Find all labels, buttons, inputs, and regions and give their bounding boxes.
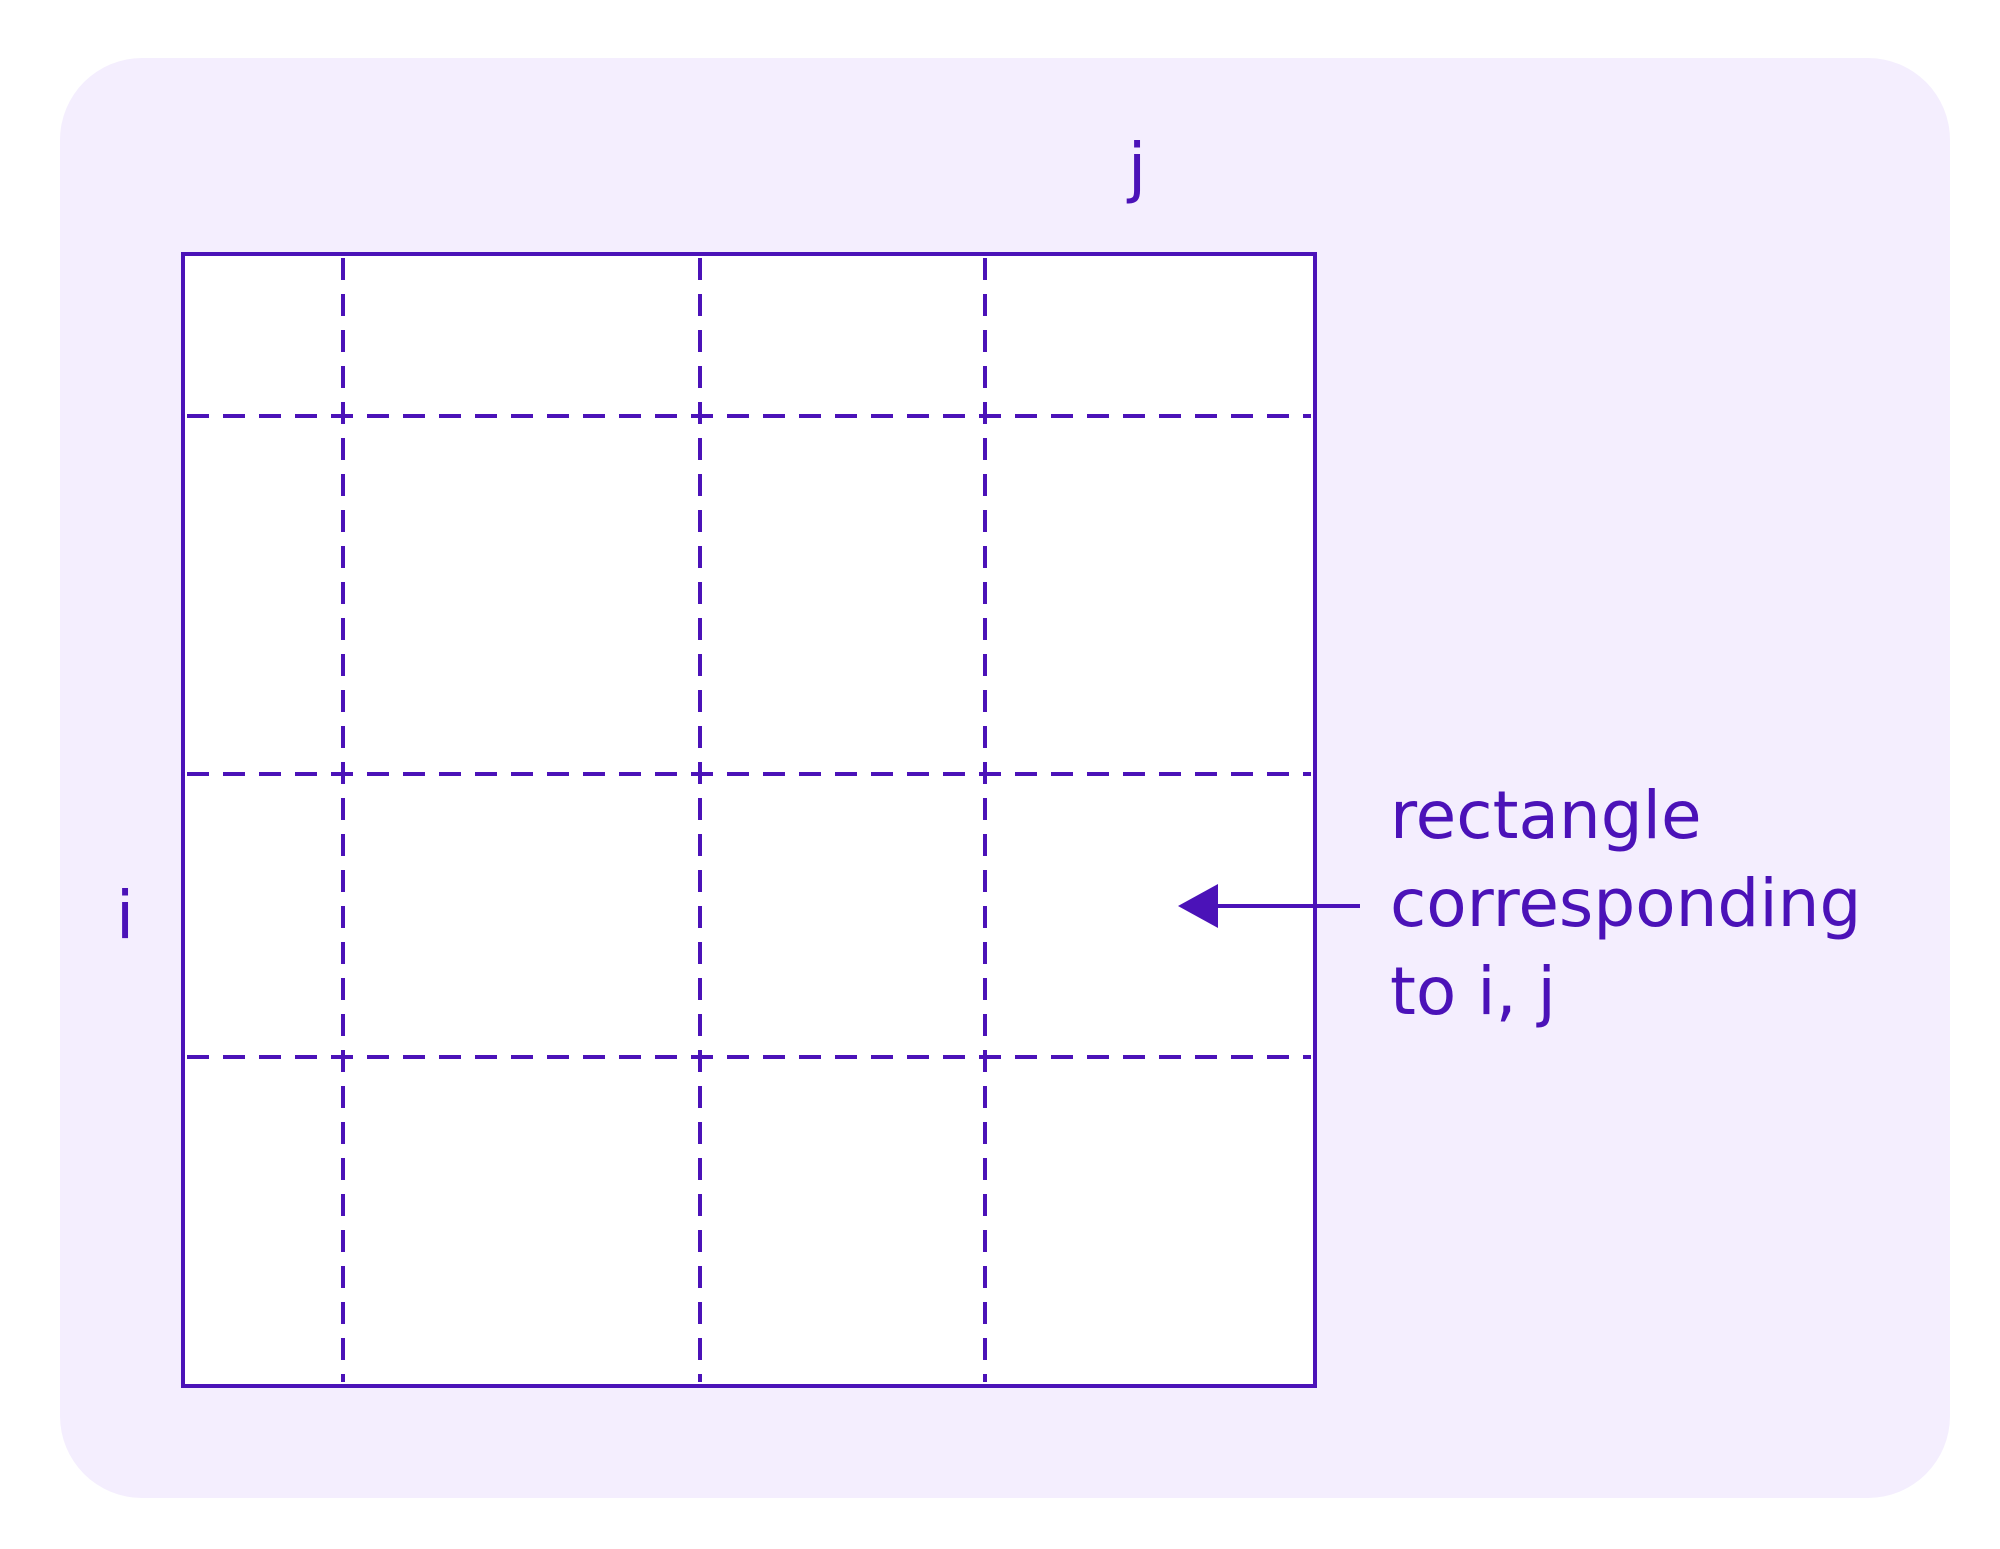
axis-label-i: i bbox=[116, 877, 134, 954]
annotation-arrow-head bbox=[1178, 884, 1218, 928]
annotation-line-3: to i, j bbox=[1390, 953, 1556, 1030]
axis-label-j: j bbox=[1126, 129, 1146, 206]
outer-rectangle bbox=[181, 252, 1317, 1388]
annotation-line-1: rectangle bbox=[1390, 777, 1702, 854]
annotation-line-2: corresponding bbox=[1390, 865, 1861, 942]
